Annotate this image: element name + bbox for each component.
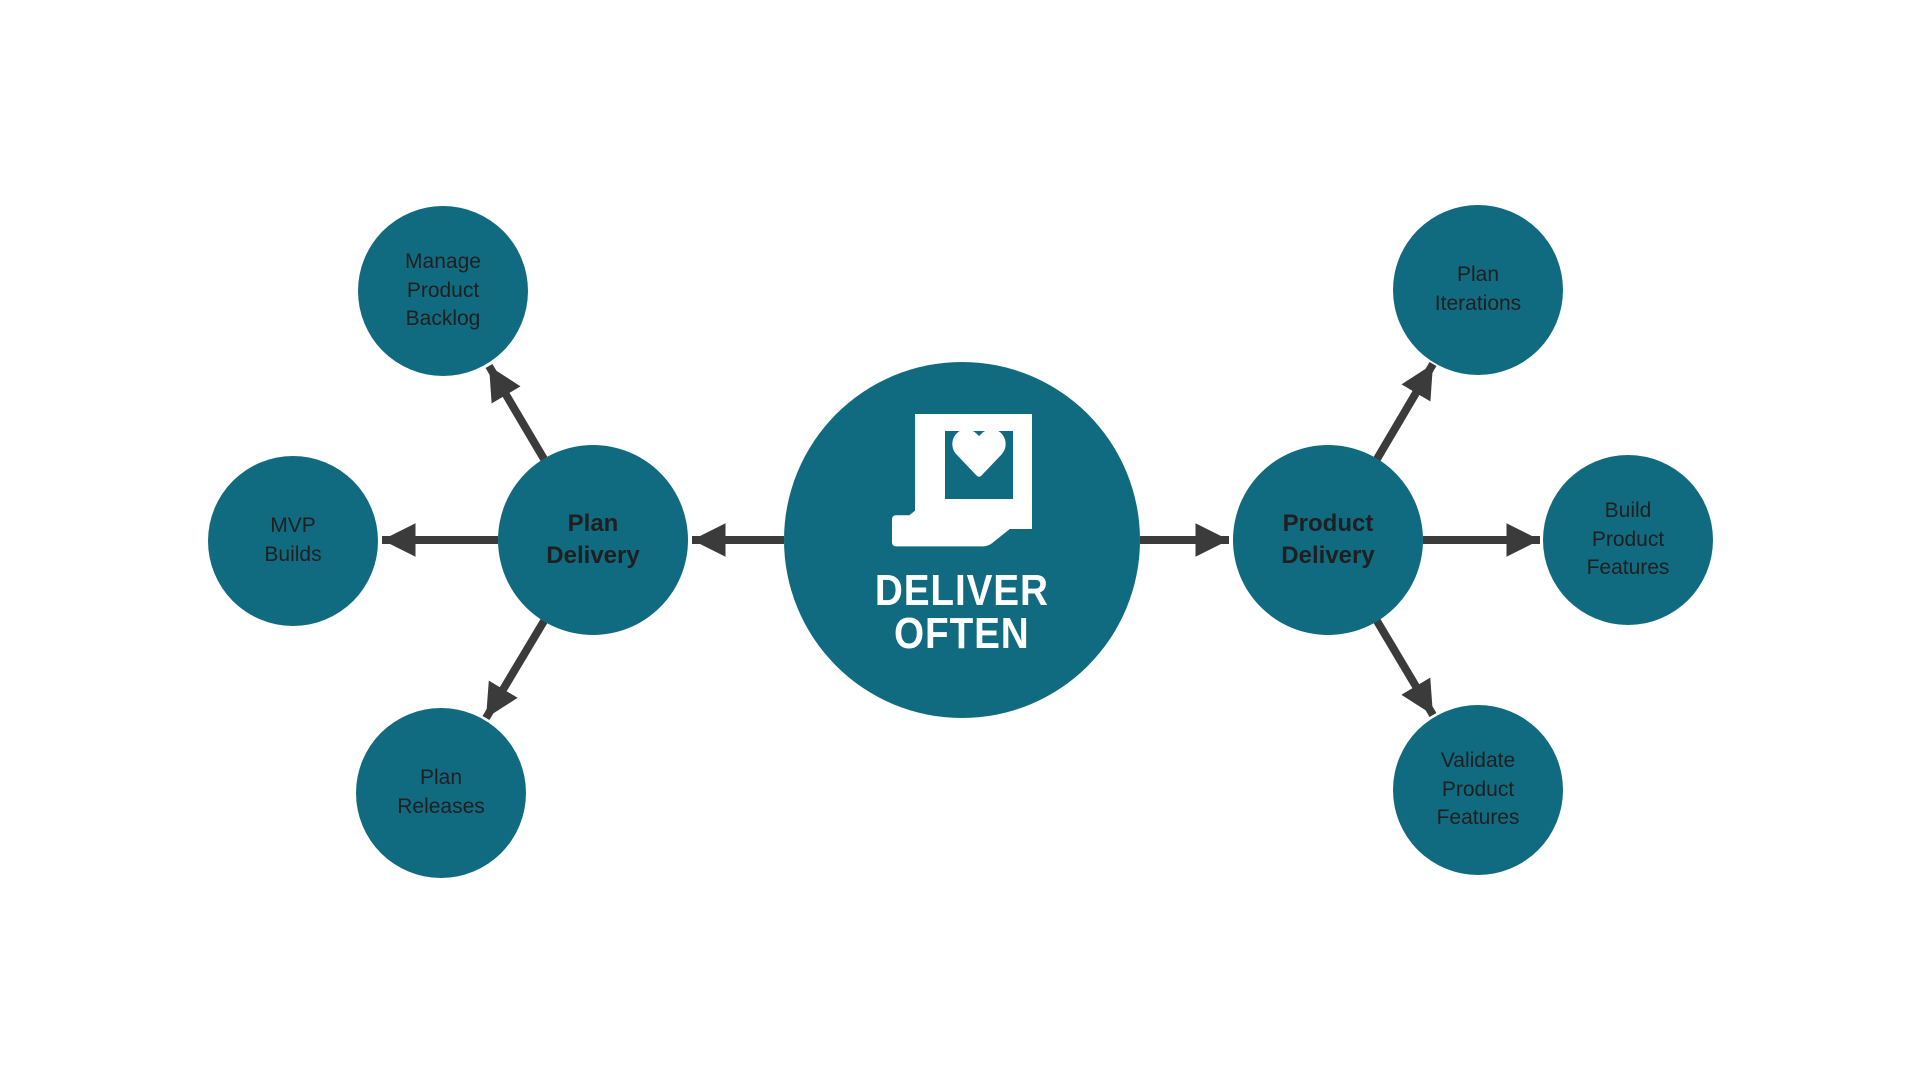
label-product-delivery: Product Delivery (1281, 510, 1375, 569)
hand-holding-heart-icon (892, 414, 1032, 547)
label-plan-iterations: Plan Iterations (1434, 263, 1522, 315)
label-plan-delivery: Plan Delivery (546, 510, 640, 569)
heart-glyph (952, 429, 1006, 477)
label-mvp-builds: MVP Builds (264, 514, 322, 566)
arrow-plan-delivery-to-manage-product-backlog (485, 363, 548, 462)
label-build-product-features: Build Product Features (1586, 499, 1670, 580)
node-deliver-often: DELIVER OFTEN (784, 362, 1140, 718)
label-plan-releases: Plan Releases (397, 766, 485, 818)
node-plan-delivery: Plan Delivery (498, 445, 688, 635)
arrow-product-delivery-to-validate-product-features (1373, 618, 1437, 718)
node-product-delivery: Product Delivery (1233, 445, 1423, 635)
node-mvp-builds: MVP Builds (208, 456, 378, 626)
arrow-plan-delivery-to-plan-releases (482, 618, 548, 721)
node-plan-releases: Plan Releases (356, 708, 526, 878)
node-build-product-features: Build Product Features (1543, 455, 1713, 625)
center-label-line2: OFTEN (894, 609, 1030, 659)
center-label: DELIVER OFTEN (875, 566, 1049, 659)
label-validate-product-features: Validate Product Features (1436, 749, 1520, 830)
center-label-line1: DELIVER (875, 566, 1049, 615)
label-manage-product-backlog: Manage Product Backlog (405, 250, 481, 331)
node-plan-iterations: Plan Iterations (1393, 205, 1563, 375)
hand-glyph (892, 499, 1032, 547)
node-manage-product-backlog: Manage Product Backlog (358, 206, 528, 376)
arrow-product-delivery-to-plan-iterations (1373, 361, 1437, 462)
node-validate-product-features: Validate Product Features (1393, 705, 1563, 875)
